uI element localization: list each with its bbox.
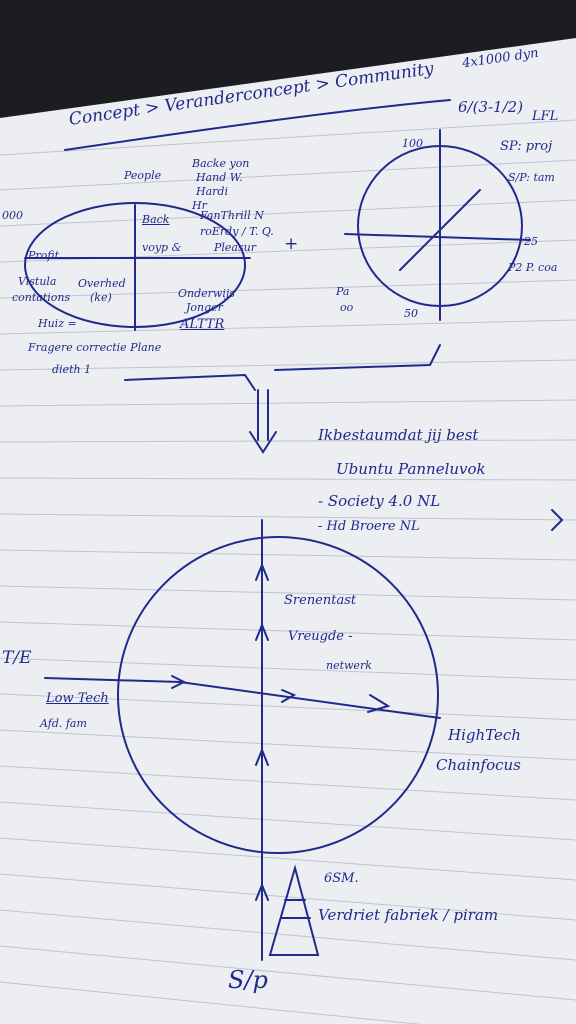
jonger-label: Jonger <box>186 301 223 314</box>
onderwijs-label: Onderwijs <box>178 287 235 300</box>
middle-line-3: - Society 4.0 NL <box>318 492 441 510</box>
footer-label-2: dieth 1 <box>52 363 92 376</box>
fraction-note: 6/(3-1/2) <box>458 98 524 116</box>
big-circle <box>117 536 439 854</box>
middle-line-2: Ubuntu Panneluvok <box>336 460 486 478</box>
high-tech-label-2: Chainfocus <box>436 756 521 774</box>
right-label-1: Backe yon <box>192 157 250 170</box>
people-label: People <box>124 169 162 182</box>
middle-line-4: - Hd Broere NL <box>318 519 420 534</box>
right-label-4: Hr <box>192 199 207 212</box>
footer-label: Fragere correctie Plane <box>28 341 162 354</box>
high-tech-label-1: HighTech <box>448 726 521 744</box>
overheid-label-1: Overhed <box>78 277 126 290</box>
vistula-label-1: Vistula <box>18 275 57 288</box>
fanthrill-label: FanThrill N <box>200 209 264 222</box>
sp-bottom-label: S/p <box>228 966 268 994</box>
low-tech-label-1: Low Tech <box>46 691 109 706</box>
right-top-value: 100 <box>402 137 423 150</box>
lfl-note: LFL <box>532 109 559 124</box>
quadrant-sub: voyp & <box>142 241 182 254</box>
huiz-label: Huiz = <box>38 317 77 330</box>
right-p-label: P2 P. coa <box>508 261 558 274</box>
low-tech-label-2: Afd. fam <box>40 717 87 730</box>
sp-note-2: S/P: tam <box>508 171 555 184</box>
verdriet-label: Verdriet fabriek / piram <box>318 906 499 924</box>
right-pa-sub: oo <box>340 301 354 314</box>
vreugde-label-2: netwerk <box>326 659 372 672</box>
left-edge-label: 000 <box>2 209 23 222</box>
right-right-value: 25 <box>524 235 538 248</box>
right-pa-label: Pa <box>336 285 350 298</box>
left-marker: T/E <box>2 648 32 668</box>
middle-line-1: Ikbestaumdat jij best <box>318 426 479 444</box>
quadrant-label: Back <box>142 213 170 226</box>
right-bottom-value: 50 <box>404 307 418 320</box>
vistula-label-2: contations <box>12 291 71 304</box>
profit-label: Profit <box>28 249 60 262</box>
right-label-3: Hardi <box>196 185 228 198</box>
sm-label: 6SM. <box>324 871 359 886</box>
srenen-label: Srenentast <box>284 593 357 608</box>
sp-note-1: SP: proj <box>500 139 553 154</box>
roendy-label: roErdy / T. Q. <box>200 225 274 238</box>
plus-sign: + <box>284 234 299 254</box>
vreugde-label-1: Vreugde - <box>288 629 353 644</box>
overheid-label-2: (ke) <box>90 291 112 304</box>
right-label-2: Hand W. <box>196 171 243 184</box>
pleasure-label: Pleasur <box>214 241 256 254</box>
ruled-lines <box>0 119 576 1024</box>
alttr-label: ALTTR <box>180 317 225 332</box>
